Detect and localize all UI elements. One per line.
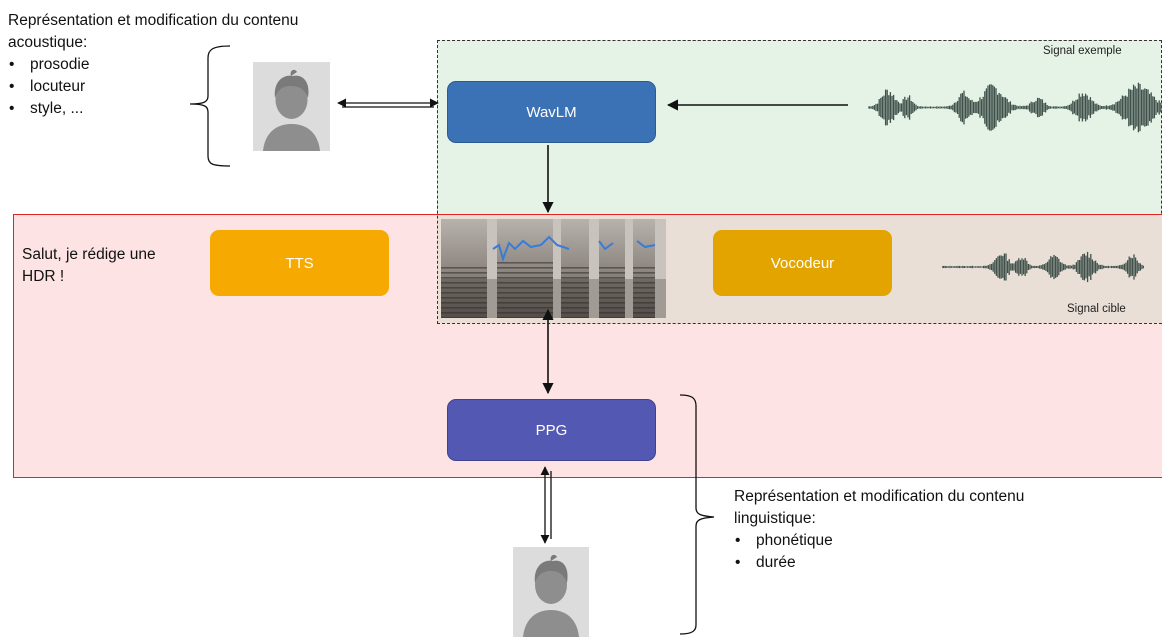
- vocodeur-box: Vocodeur: [713, 230, 892, 296]
- speaker-avatar-bottom-icon: [513, 547, 589, 637]
- signal-cible-label: Signal cible: [1067, 303, 1126, 315]
- acoustic-list: prosodie locuteur style, ...: [8, 54, 338, 120]
- linguistic-list: phonétique durée: [734, 530, 1064, 574]
- acoustic-item-prosodie: prosodie: [8, 54, 338, 76]
- speaker-avatar-icon: [253, 62, 330, 151]
- acoustic-brace: [189, 45, 231, 167]
- linguistic-item-duree: durée: [734, 552, 1064, 574]
- example-signal-waveform-icon: [867, 80, 1162, 135]
- acoustic-double-arrow: [337, 98, 439, 108]
- linguistic-item-phonetique: phonétique: [734, 530, 1064, 552]
- acoustic-item-style: style, ...: [8, 98, 338, 120]
- acoustic-title: Représentation et modification du conten…: [8, 12, 299, 51]
- signal-exemple-label: Signal exemple: [1043, 45, 1122, 57]
- linguistic-description: Représentation et modification du conten…: [734, 486, 1064, 574]
- input-text: Salut, je rédige une HDR !: [22, 246, 156, 285]
- linguistic-double-arrow: [540, 466, 552, 544]
- waveform-svg: [941, 251, 1145, 283]
- tts-box: TTS: [210, 230, 389, 296]
- acoustic-item-locuteur: locuteur: [8, 76, 338, 98]
- acoustic-description: Représentation et modification du conten…: [8, 10, 338, 120]
- wavlm-box: WavLM: [447, 81, 656, 143]
- example-signal-region-border: [437, 40, 1162, 324]
- linguistic-brace: [679, 394, 715, 635]
- waveform-svg: [867, 82, 1162, 133]
- linguistic-title: Représentation et modification du conten…: [734, 488, 1025, 527]
- target-signal-waveform-icon: [941, 243, 1145, 291]
- ppg-box: PPG: [447, 399, 656, 461]
